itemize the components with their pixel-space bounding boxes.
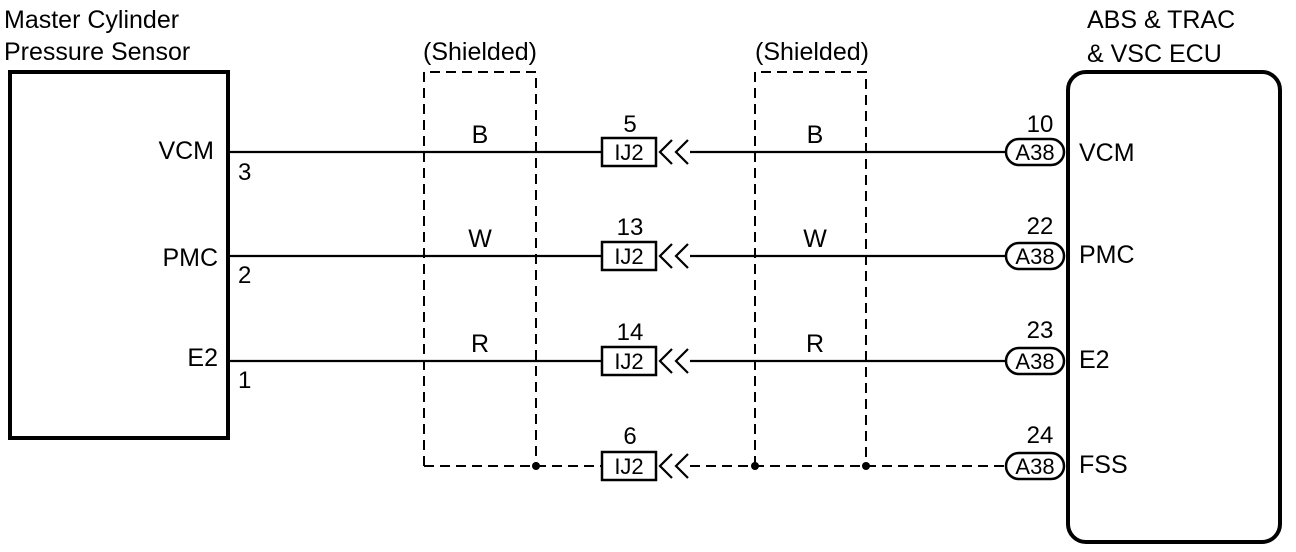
junction-connector-label: IJ2 <box>614 349 643 374</box>
ecu-pin-pmc: PMC <box>1079 241 1135 269</box>
connector-chevron-icon <box>658 348 689 374</box>
ecu-connector-row-3: A38 <box>1004 346 1066 376</box>
connector-chevron-icon <box>658 243 689 269</box>
ecu-connector-oval <box>1004 137 1066 167</box>
shield-left <box>423 71 537 466</box>
connector-chevron-icon <box>658 453 689 479</box>
connector-chevron-icon <box>658 139 689 165</box>
sensor-pin-e2: E2 <box>187 344 218 372</box>
ecu-pin-number-22: 22 <box>1027 213 1054 240</box>
wire-pmc-color-right: W <box>803 225 827 253</box>
wire-vcm-color-left: B <box>472 121 489 149</box>
wire-vcm-color-right: B <box>807 121 824 149</box>
junction-connector-box <box>600 136 658 168</box>
ecu-connector-oval <box>1004 241 1066 271</box>
junction-connector-row-2: 13 IJ2 <box>600 214 689 272</box>
shield-junction-dot-3 <box>862 462 870 470</box>
junction-pin-number-14: 14 <box>617 319 644 346</box>
junction-connector-label: IJ2 <box>614 454 643 479</box>
ecu-connector-label: A38 <box>1015 349 1054 374</box>
wire-e2-color-right: R <box>806 330 824 358</box>
sensor-pin-vcm: VCM <box>158 137 214 165</box>
junction-connector-box <box>600 240 658 272</box>
junction-connector-label: IJ2 <box>614 140 643 165</box>
ecu-pin-number-23: 23 <box>1027 317 1054 344</box>
junction-connector-row-4: 6 IJ2 <box>600 423 689 482</box>
junction-connector-box <box>600 450 658 482</box>
ecu-connector-row-2: A38 <box>1004 241 1066 271</box>
sensor-pin-pmc: PMC <box>162 244 218 272</box>
ecu-connector-row-1: A38 <box>1004 137 1066 167</box>
junction-connector-row-1: 5 IJ2 <box>600 111 689 168</box>
ecu-pin-e2: E2 <box>1079 346 1110 374</box>
sensor-pin-number-1: 1 <box>238 367 251 394</box>
ecu-title-line1: ABS & TRAC <box>1087 6 1235 34</box>
wire-pmc-color-left: W <box>468 225 492 253</box>
junction-connector-box <box>600 345 658 377</box>
junction-connector-row-3: 14 IJ2 <box>600 319 689 377</box>
sensor-title-line1: Master Cylinder <box>4 6 179 34</box>
ecu-pin-fss: FSS <box>1079 451 1128 479</box>
sensor-title-line2: Pressure Sensor <box>4 38 190 66</box>
ecu-connector-label: A38 <box>1015 454 1054 479</box>
junction-pin-number-5: 5 <box>623 111 636 138</box>
sensor-pin-number-2: 2 <box>238 262 251 289</box>
ecu-connector-oval <box>1004 346 1066 376</box>
junction-pin-number-6: 6 <box>623 423 636 450</box>
ecu-connector-label: A38 <box>1015 140 1054 165</box>
shield-junction-dot-1 <box>532 462 540 470</box>
ecu-connector-row-4: A38 <box>1004 451 1066 481</box>
wire-e2-color-left: R <box>471 330 489 358</box>
shield-junction-dot-2 <box>751 462 759 470</box>
ecu-connector-label: A38 <box>1015 244 1054 269</box>
ecu-connector-oval <box>1004 451 1066 481</box>
shield-label-left: (Shielded) <box>423 38 537 66</box>
ecu-box <box>1066 70 1282 544</box>
shield-right <box>754 71 867 466</box>
junction-pin-number-13: 13 <box>617 214 644 241</box>
ecu-pin-number-10: 10 <box>1027 111 1054 138</box>
ecu-pin-vcm: VCM <box>1079 139 1135 167</box>
shield-label-right: (Shielded) <box>755 38 869 66</box>
ecu-title-line2: & VSC ECU <box>1087 40 1222 68</box>
sensor-pin-number-3: 3 <box>238 159 251 186</box>
ecu-pin-number-24: 24 <box>1027 422 1054 449</box>
junction-connector-label: IJ2 <box>614 244 643 269</box>
